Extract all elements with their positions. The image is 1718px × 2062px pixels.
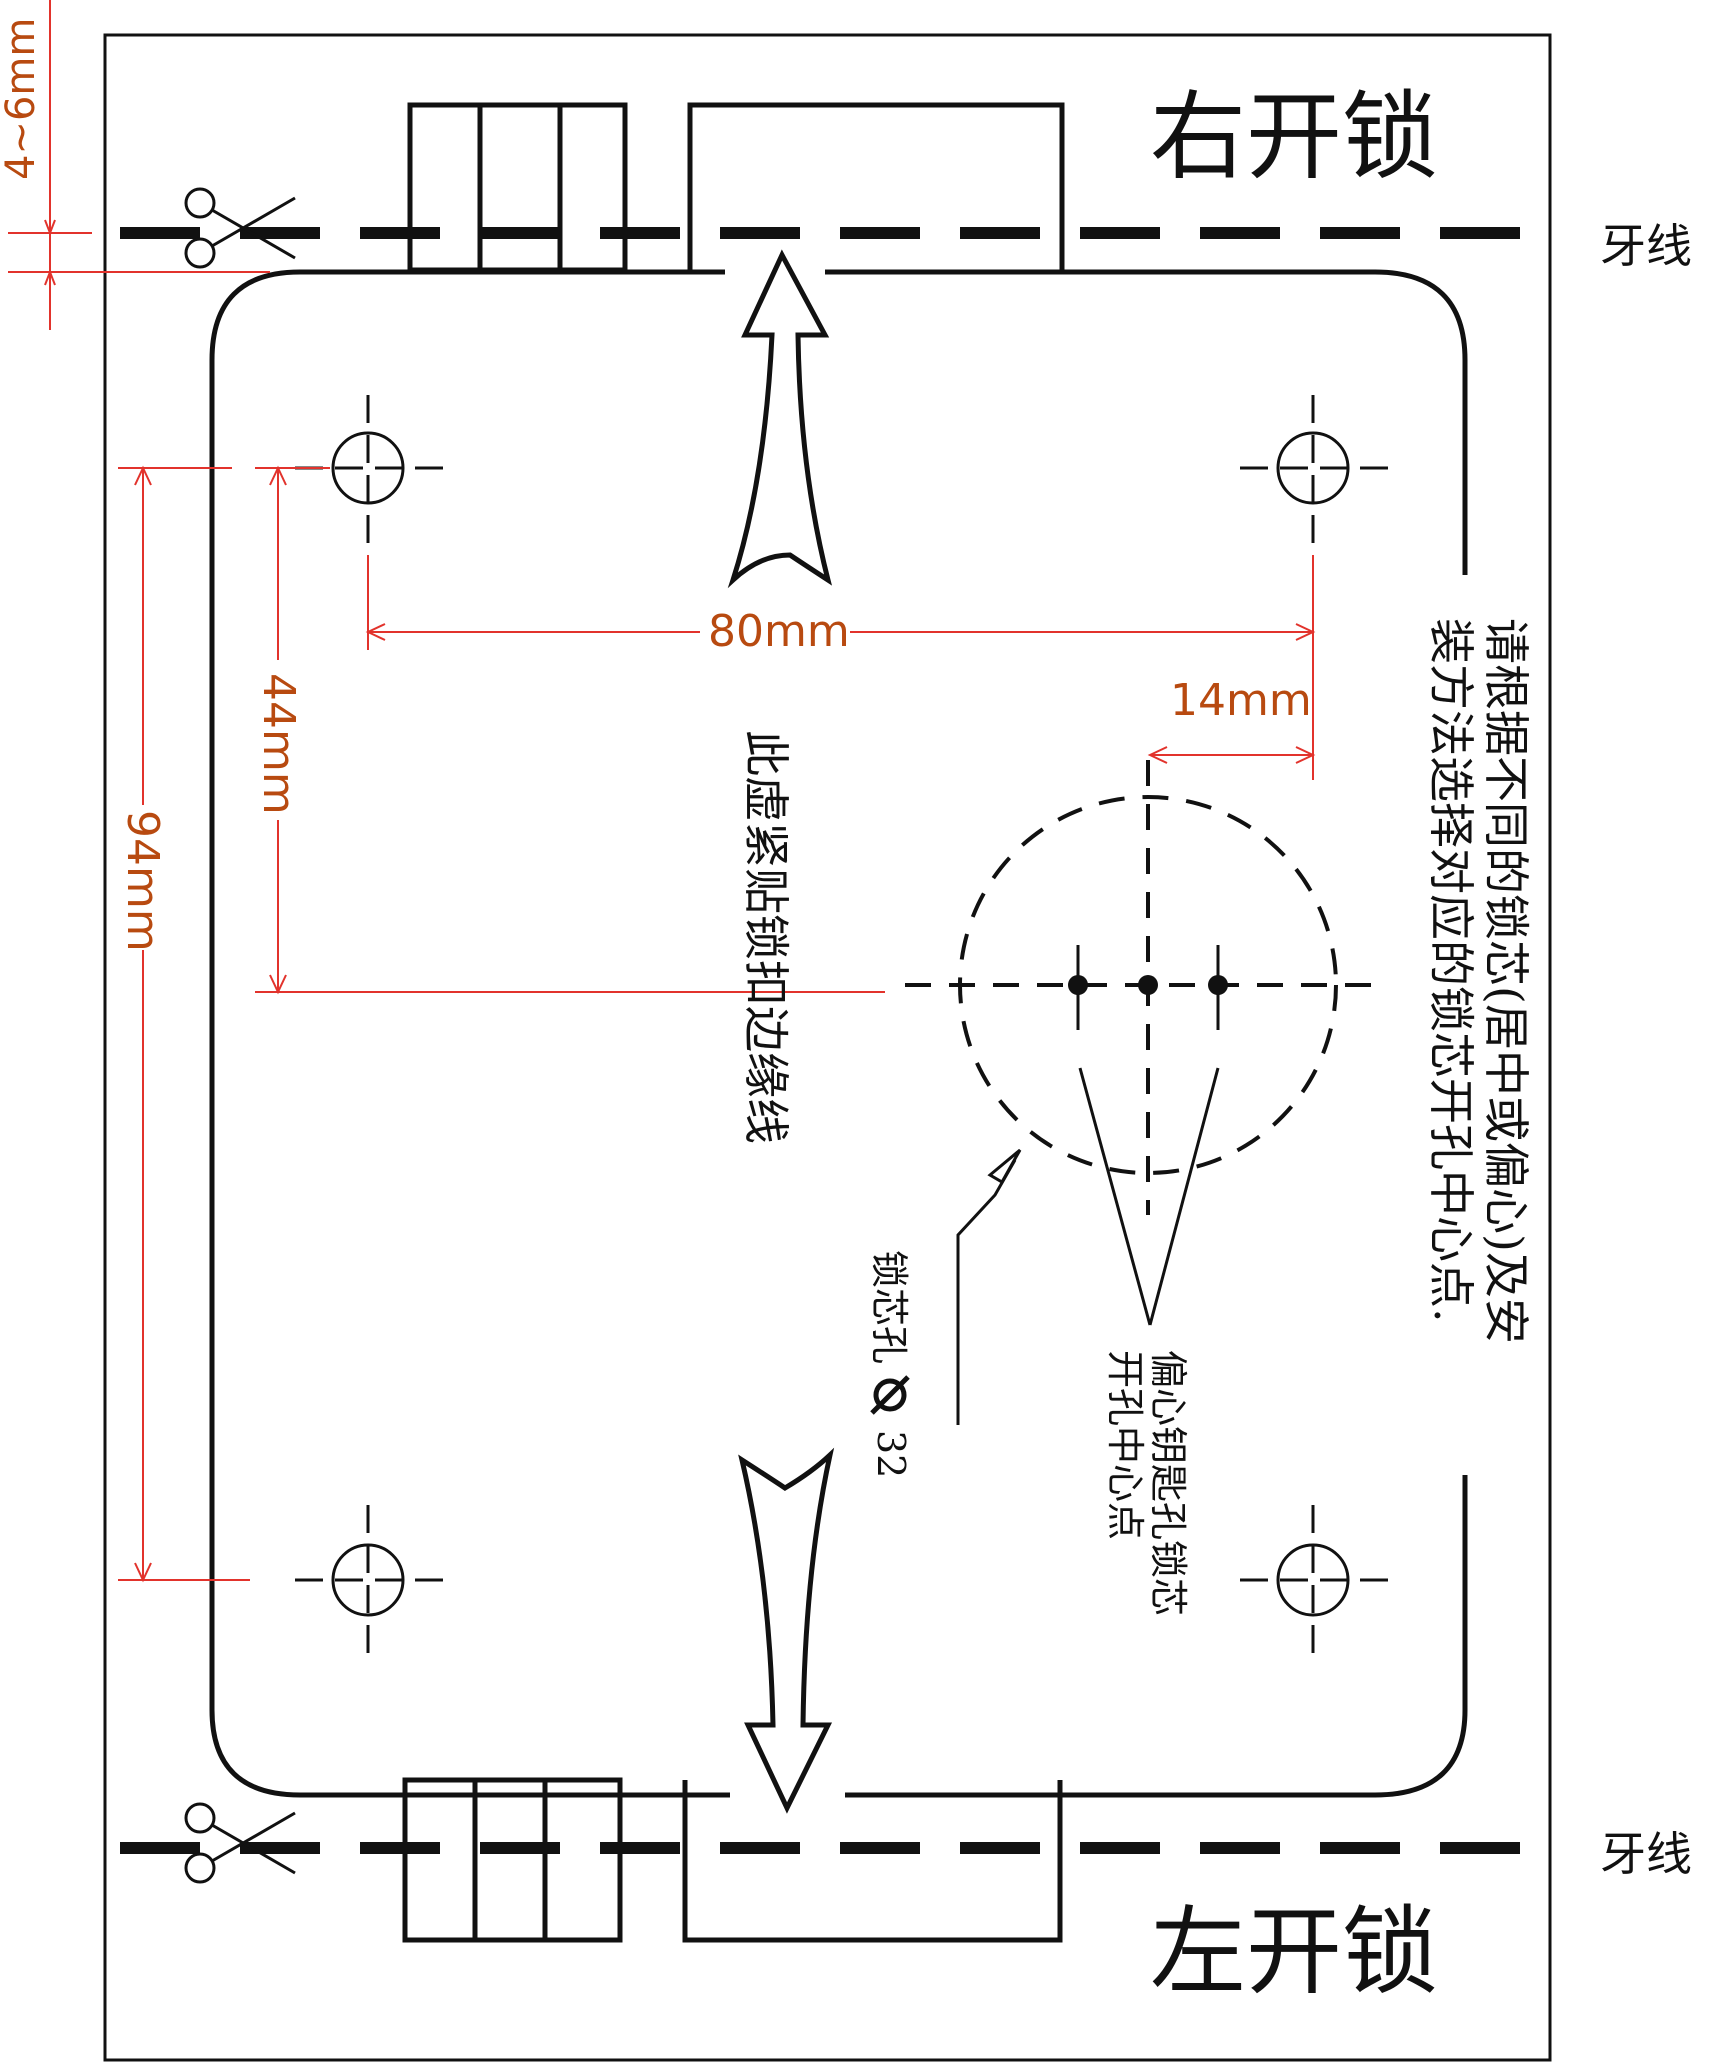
eccentric-line-2: 开孔中心点 — [1103, 1350, 1147, 1540]
leader-line — [1078, 1067, 1152, 1326]
dim-80mm-label: 80mm — [708, 606, 850, 657]
crosshair-icon — [295, 1505, 445, 1660]
edge-note-label: 此虚紧贴锁扣边缘线 — [739, 730, 793, 1144]
instruction-line-2: 装方法选择对应的锁芯开孔中心点. — [1424, 618, 1478, 1323]
arrow-down-icon — [738, 1447, 835, 1814]
leader-arrow-head — [987, 1148, 1022, 1185]
thread-line-top-label: 牙线 — [1600, 219, 1692, 273]
scissors-icon — [184, 1802, 296, 1884]
dimension-94mm — [118, 465, 250, 1583]
leader-arrow — [956, 1159, 1017, 1425]
core-point-right — [1208, 975, 1228, 995]
outer-frame — [103, 33, 1552, 2062]
top-strike-plate — [407, 102, 1065, 273]
scissors-icon — [184, 187, 296, 269]
dim-94mm-label: 94mm — [117, 810, 168, 952]
dimension-80mm — [365, 555, 1316, 780]
dimension-44mm — [255, 465, 885, 995]
core-point-left — [1068, 975, 1088, 995]
dimension-14mm — [1147, 746, 1316, 764]
crosshair-icon — [1240, 1505, 1390, 1660]
right-open-label: 右开锁 — [1150, 81, 1438, 193]
left-open-label: 左开锁 — [1150, 1896, 1438, 2008]
arrow-up-icon — [727, 249, 833, 589]
diameter-icon — [870, 1375, 910, 1415]
crosshair-icon — [1240, 395, 1390, 555]
dim-margin-label: 4~6mm — [0, 18, 44, 180]
leader-line — [1148, 1067, 1220, 1326]
dimension-margin — [8, 0, 270, 330]
instruction-line-1: 请根据不同的锁芯(居中或偏心)及安 — [1479, 618, 1533, 1344]
lock-body-outline — [209, 269, 1468, 1798]
crosshair-icon — [295, 395, 445, 555]
dim-44mm-label: 44mm — [253, 673, 304, 815]
core-hole-label: 锁芯孔 — [867, 1250, 911, 1364]
bottom-strike-plate — [402, 1777, 1063, 1943]
thread-line-bottom-label: 牙线 — [1600, 1827, 1692, 1881]
core-hole-diameter: 32 — [869, 1430, 913, 1478]
core-point-center — [1138, 975, 1158, 995]
dim-14mm-label: 14mm — [1170, 675, 1312, 726]
eccentric-line-1: 偏心钥匙孔锁芯 — [1146, 1350, 1190, 1616]
